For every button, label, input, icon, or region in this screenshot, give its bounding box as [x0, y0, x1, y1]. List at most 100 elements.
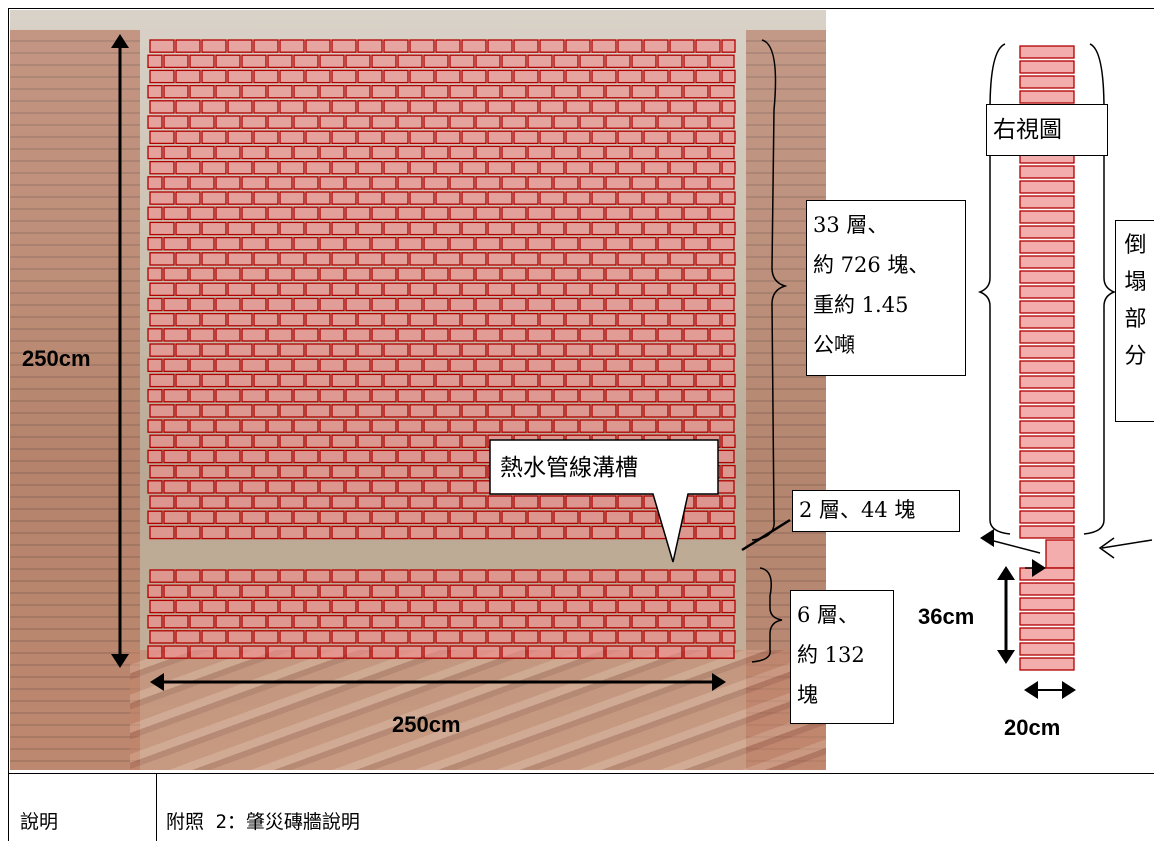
brick [683, 297, 709, 312]
brick [215, 614, 241, 629]
brick [565, 630, 591, 644]
brick [669, 100, 695, 114]
brick [513, 599, 539, 614]
brick [617, 191, 643, 205]
brick [709, 614, 735, 629]
brick [357, 599, 383, 614]
brick [435, 39, 461, 53]
brick [565, 599, 591, 614]
brick [553, 510, 579, 525]
brick [383, 495, 409, 509]
brick [539, 343, 565, 357]
brick [579, 645, 605, 659]
brick [657, 328, 683, 342]
brick [215, 84, 241, 99]
brick [371, 449, 397, 464]
brick [721, 495, 736, 509]
brick [293, 328, 319, 342]
brick [527, 510, 553, 525]
brick [319, 236, 345, 251]
brick [721, 434, 736, 449]
height-arrow-bottom [111, 654, 129, 668]
brick [397, 480, 423, 494]
brick [721, 373, 736, 388]
brick [501, 115, 527, 129]
brick [657, 614, 683, 629]
brick [631, 115, 657, 129]
brick [227, 130, 253, 145]
brick [527, 328, 553, 342]
brick [565, 221, 591, 236]
brick [605, 176, 631, 190]
brick [163, 645, 189, 659]
brick [501, 358, 527, 373]
brick [371, 614, 397, 629]
brick [267, 419, 293, 433]
side-brick [1019, 495, 1075, 509]
side-brick [1019, 360, 1075, 374]
brick [631, 584, 657, 599]
brick [253, 39, 279, 53]
brick [215, 584, 241, 599]
brick [501, 84, 527, 99]
brick [345, 480, 371, 494]
brick [241, 145, 267, 160]
brick [345, 328, 371, 342]
brick [357, 373, 383, 388]
brick [631, 297, 657, 312]
side-brick [1045, 539, 1075, 569]
brick [175, 495, 201, 509]
caption-label: 說明 [20, 811, 59, 833]
brick [513, 69, 539, 84]
brick [423, 297, 449, 312]
brick [357, 100, 383, 114]
brick [669, 312, 695, 327]
brick [267, 115, 293, 129]
brick [189, 388, 215, 403]
brick [357, 252, 383, 266]
brick [409, 160, 435, 175]
brick [331, 569, 357, 583]
brick [721, 100, 736, 114]
brick [147, 449, 163, 464]
brick [617, 312, 643, 327]
brick [149, 525, 175, 540]
brick [617, 525, 643, 540]
brick [319, 388, 345, 403]
side-brick [1019, 270, 1075, 284]
brick [279, 434, 305, 449]
brick [721, 160, 736, 175]
brick [397, 419, 423, 433]
brick [579, 388, 605, 403]
brick [409, 312, 435, 327]
side-brick [1019, 612, 1075, 626]
brick [397, 449, 423, 464]
brick [591, 373, 617, 388]
brick [709, 419, 735, 433]
brick [643, 191, 669, 205]
side-brick [1019, 315, 1075, 329]
brick [175, 599, 201, 614]
brick [253, 464, 279, 479]
brick [553, 645, 579, 659]
brick [175, 434, 201, 449]
brick [279, 569, 305, 583]
brick [383, 599, 409, 614]
brick [331, 464, 357, 479]
brick [241, 614, 267, 629]
brick [267, 176, 293, 190]
brick [475, 145, 501, 160]
brick [695, 525, 721, 540]
brick [605, 614, 631, 629]
brick [175, 252, 201, 266]
side-brick [1019, 582, 1075, 596]
brick [539, 69, 565, 84]
brick [669, 630, 695, 644]
side-gap-arrow-top [997, 566, 1015, 580]
brick [435, 69, 461, 84]
brick [227, 221, 253, 236]
brick [683, 614, 709, 629]
thickness-arrow-left [1024, 681, 1038, 699]
brick [527, 236, 553, 251]
brick [501, 145, 527, 160]
